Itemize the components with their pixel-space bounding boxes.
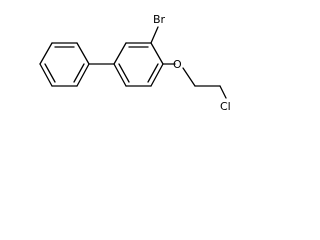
- chemical-structure-diagram: Br O Cl: [39, 13, 231, 113]
- atom-label-oxygen: O: [173, 58, 182, 71]
- bond-ring2-double-3: [118, 63, 130, 83]
- bond-ring1-double-2: [73, 63, 85, 83]
- bond-ch2-cl: [219, 85, 227, 99]
- bond-ring1-c: [76, 63, 90, 87]
- bond-o-ch2: [182, 67, 196, 87]
- atom-label-bromine: Br: [153, 13, 166, 26]
- bond-ring2-a: [113, 42, 127, 65]
- bond-c-br: [150, 26, 159, 44]
- bond-lines: [39, 26, 227, 99]
- bond-ring2-double-2: [147, 63, 159, 83]
- bond-ring2-f: [113, 63, 127, 87]
- bond-ring1-double-3: [44, 63, 56, 83]
- atom-label-chlorine: Cl: [220, 100, 231, 113]
- bond-ring2-c: [150, 42, 164, 65]
- bond-ring1-f: [39, 42, 53, 65]
- bond-ring2-d: [150, 63, 164, 87]
- bond-ring1-b: [76, 42, 90, 65]
- chemical-structure-canvas: Br O Cl: [0, 0, 256, 124]
- bond-ring1-e: [39, 63, 53, 87]
